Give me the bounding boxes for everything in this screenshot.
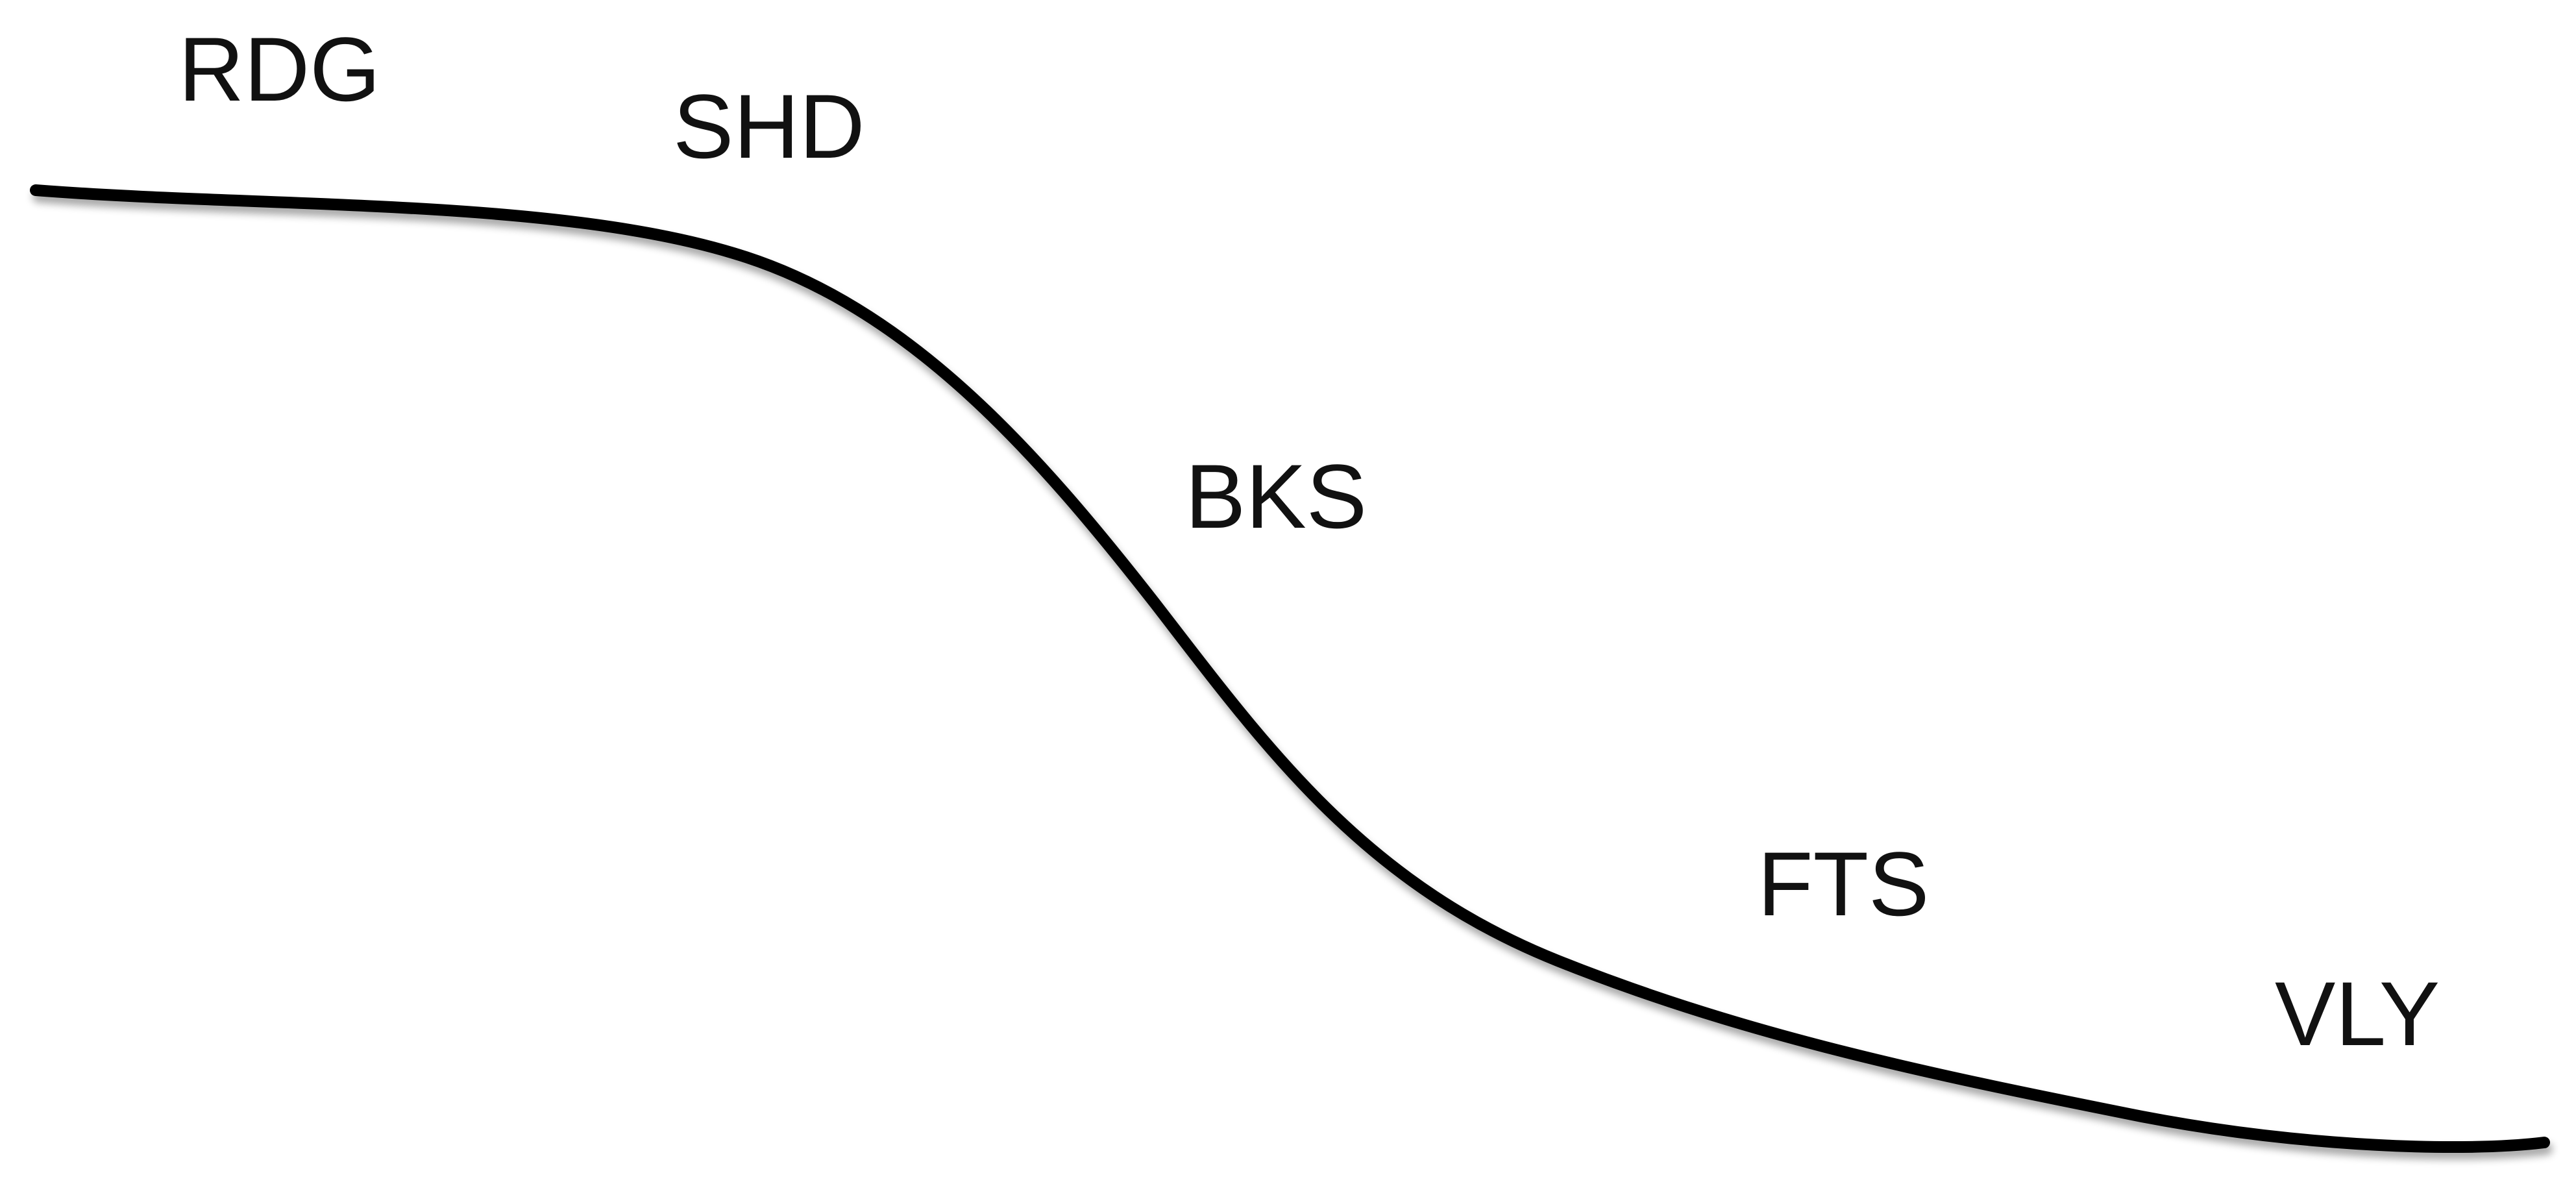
segment-label-bks: BKS — [1185, 445, 1367, 547]
hillslope-profile-curve — [30, 184, 2550, 1154]
segment-label-shd: SHD — [673, 75, 865, 177]
segment-label-fts: FTS — [1758, 833, 1929, 935]
segment-label-rdg: RDG — [178, 18, 380, 120]
segment-label-vly: VLY — [2275, 963, 2440, 1065]
